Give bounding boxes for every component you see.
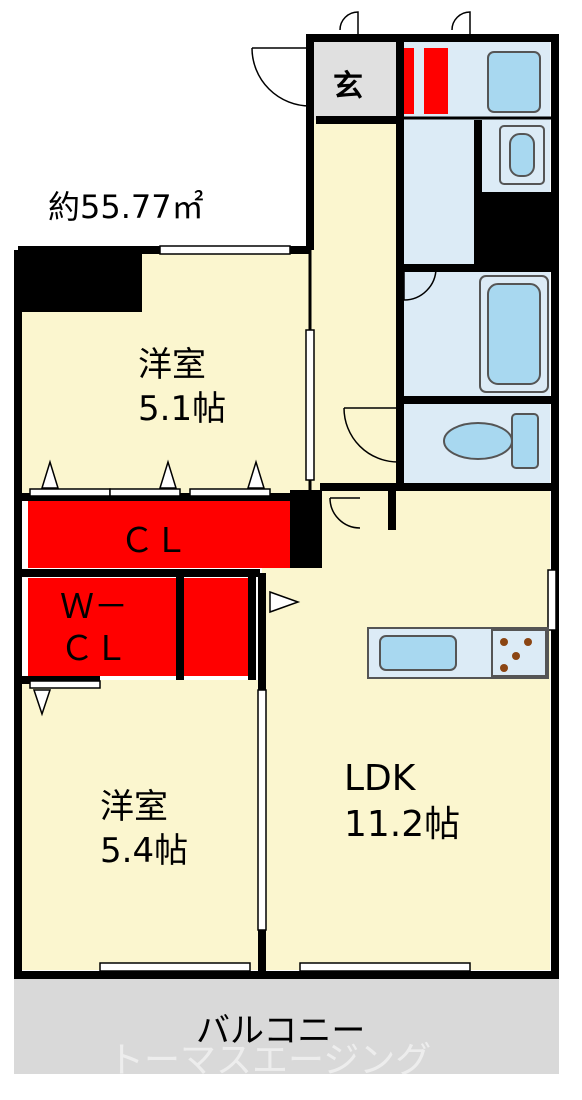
entrance-floor [312, 38, 400, 120]
shoe-cabinet-2 [424, 48, 448, 114]
windows [99, 245, 557, 972]
closet-wcl-label-2: ＣＬ [60, 629, 128, 669]
watermark: トーマスエージング [108, 1040, 431, 1081]
pillar-top-left [14, 250, 142, 312]
ldk-size: 11.2帖 [344, 804, 460, 845]
western-room-1-name: 洋室 [138, 345, 206, 385]
western-room-2-name: 洋室 [100, 787, 168, 827]
balcony-floor [14, 978, 559, 1074]
closet-small [184, 578, 250, 676]
closet-doors [29, 488, 271, 689]
closet-wcl-label-1: Ｗ－ [60, 587, 128, 627]
washbasin [487, 51, 541, 113]
toilet-bowl [443, 422, 513, 460]
pillar-mid [290, 490, 322, 568]
western-room-2-size: 5.4帖 [100, 831, 188, 871]
toilet-tank [511, 413, 539, 469]
door-swings [251, 11, 471, 529]
closet-cl-label: ＣＬ [120, 521, 188, 561]
western-room-1-size: 5.1帖 [138, 389, 226, 429]
kitchen-sink [379, 635, 457, 671]
balcony-label: バルコニー [196, 1011, 365, 1051]
burners [500, 638, 532, 672]
closet-cl [28, 500, 290, 568]
cooktop [491, 629, 547, 677]
ldk-name: LDK [344, 758, 417, 799]
hallway-floor [312, 118, 400, 498]
closet-wcl [28, 578, 176, 676]
western-room-2-floor [22, 680, 262, 970]
entrance-label: 玄 [333, 69, 363, 104]
pillar-right [474, 192, 558, 266]
door-markers [32, 459, 301, 717]
area-label: 約55.77㎡ [48, 188, 204, 226]
